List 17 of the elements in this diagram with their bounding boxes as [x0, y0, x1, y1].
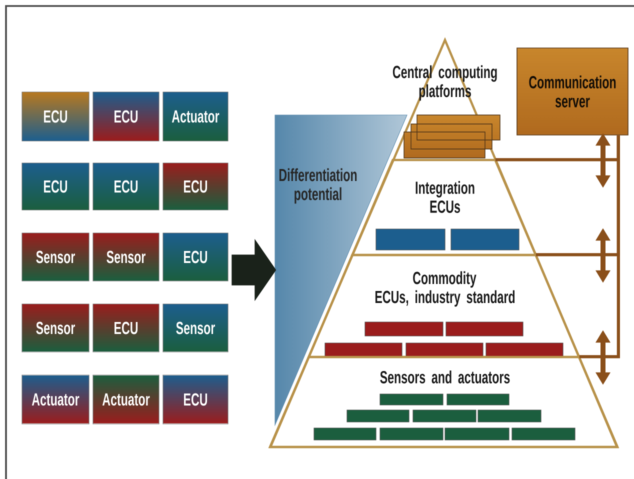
block-arrow	[232, 238, 276, 302]
component-box: Actuator	[162, 92, 228, 142]
component-box: ECU	[162, 232, 228, 282]
component-box: ECU	[92, 92, 160, 142]
component-box: Sensor	[92, 232, 160, 282]
component-box: ECU	[162, 374, 228, 424]
component-box: ECU	[22, 92, 90, 142]
component-box: Sensor	[162, 304, 228, 352]
component-box: Actuator	[22, 374, 90, 424]
component-box: ECU	[162, 162, 228, 210]
component-box: Sensor	[22, 232, 90, 282]
server-box: Communication server	[516, 48, 628, 136]
component-box: ECU	[92, 304, 160, 352]
component-box: ECU	[92, 162, 160, 210]
component-box: Sensor	[22, 304, 90, 352]
component-box: Actuator	[92, 374, 160, 424]
component-box: ECU	[22, 162, 90, 210]
